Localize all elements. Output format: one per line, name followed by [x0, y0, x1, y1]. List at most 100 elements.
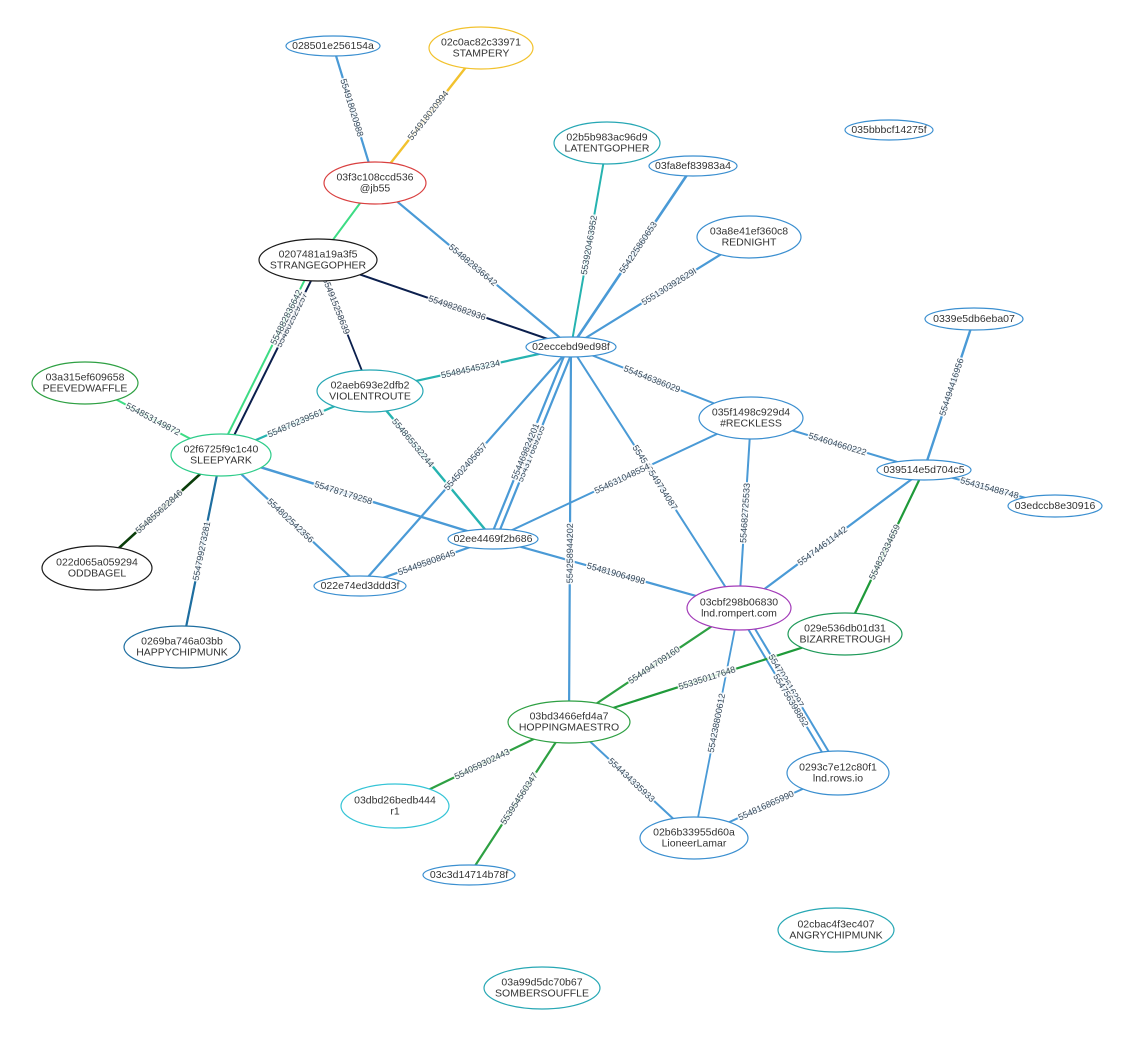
node-ellipse[interactable] — [313, 575, 407, 597]
node-alias-label: STAMPERY — [453, 48, 510, 60]
edge-label: 554059302443 — [451, 746, 513, 782]
node-035bbb[interactable]: 035bbbcf14275f — [844, 119, 934, 141]
edge-label-bg — [267, 287, 305, 348]
edge-label: 554822334659 — [866, 521, 903, 583]
node-ellipse[interactable] — [422, 864, 516, 886]
node-ellipse[interactable] — [876, 459, 972, 481]
node-alias-label: r1 — [390, 806, 399, 818]
node-ellipse[interactable] — [483, 966, 601, 1010]
edge-label: 554682725533 — [738, 481, 752, 545]
node-ellipse[interactable] — [686, 585, 792, 631]
node-ellipse[interactable] — [31, 361, 139, 405]
edge-label: 553954560347 — [497, 769, 541, 828]
edge-label: 554258944202 — [564, 522, 576, 585]
node-ellipse[interactable] — [924, 307, 1024, 331]
node-alias-label: REDNIGHT — [722, 237, 777, 249]
edge-label-text: 554258944202 — [565, 523, 575, 583]
edge-label-text: 554495808645 — [397, 548, 457, 577]
node-ellipse[interactable] — [285, 35, 381, 57]
node-03edcc[interactable]: 03edccb8e30916 — [1007, 494, 1103, 518]
edge-label-bg — [404, 87, 452, 144]
node-ellipse[interactable] — [553, 121, 661, 165]
node-028501[interactable]: 028501e256154a — [285, 35, 381, 57]
edge-label-text: 554982682936 — [427, 293, 487, 322]
node-ellipse[interactable] — [170, 433, 272, 477]
node-ellipse[interactable] — [323, 161, 427, 205]
node-ellipse[interactable] — [123, 625, 241, 669]
node-03f3c1[interactable]: 03f3c108ccd536@jb55 — [323, 161, 427, 205]
edge-label-text: 554604660222 — [807, 431, 867, 458]
node-035f14[interactable]: 035f1498c929d4#RECKLESS — [698, 396, 804, 440]
node-022e74[interactable]: 022e74ed3ddd3f — [313, 575, 407, 597]
node-ellipse[interactable] — [844, 119, 934, 141]
node-ellipse[interactable] — [698, 396, 804, 440]
node-03fa8e[interactable]: 03fa8ef83983a4 — [648, 155, 738, 177]
edge-label-bg — [765, 651, 807, 710]
node-ellipse[interactable] — [696, 215, 802, 259]
node-ellipse[interactable] — [787, 612, 903, 656]
node-alias-label: lnd.rows.io — [813, 773, 863, 785]
node-ellipse[interactable] — [786, 750, 890, 796]
edge-label-bg — [770, 671, 812, 730]
node-ellipse[interactable] — [340, 783, 450, 829]
node-02ee44[interactable]: 02ee4469f2b686 — [447, 528, 539, 550]
node-id-label: 0339e5db6eba07 — [933, 313, 1015, 325]
node-ellipse[interactable] — [1007, 494, 1103, 518]
edge-label-text: 554915258639 — [320, 276, 351, 336]
edge-label: 554845453234 — [439, 357, 502, 381]
node-ellipse[interactable] — [316, 369, 424, 413]
edge-label-text: 554238800612 — [706, 693, 727, 754]
node-ellipse[interactable] — [258, 238, 378, 282]
node-0339e5[interactable]: 0339e5db6eba07 — [924, 307, 1024, 331]
node-ellipse[interactable] — [525, 336, 617, 358]
edge-label: 554853149872 — [123, 400, 183, 438]
node-alias-label: SLEEPYARK — [190, 455, 252, 467]
node-03c3d1[interactable]: 03c3d14714b78f — [422, 864, 516, 886]
node-02ecce[interactable]: 02eccebd9ed98f — [525, 336, 617, 358]
edge-label-bg — [584, 560, 648, 587]
edge-label-bg — [509, 420, 542, 483]
edge-label-bg — [312, 478, 375, 507]
edge-label-bg — [497, 769, 541, 828]
edge-label-text: 554434335933 — [606, 756, 657, 804]
node-ellipse[interactable] — [428, 26, 534, 70]
node-ellipse[interactable] — [639, 816, 749, 860]
edge-label: 554495808645 — [395, 547, 458, 578]
node-id-label: 022d065a059294 — [56, 557, 138, 569]
node-id-label: 02eccebd9ed98f — [532, 341, 610, 353]
node-ellipse[interactable] — [41, 545, 153, 591]
edge-label-bg — [625, 643, 683, 687]
edge-label: 554494416956 — [936, 355, 967, 418]
edge-label: 554819064998 — [584, 560, 648, 587]
edge-label-text: 554845453234 — [440, 358, 501, 381]
node-ellipse[interactable] — [648, 155, 738, 177]
edge-label: 554918020994 — [404, 87, 452, 144]
node-039514[interactable]: 039514e5d704c5 — [876, 459, 972, 481]
node-ellipse[interactable] — [507, 700, 631, 744]
node-id-label: 02ee4469f2b686 — [454, 533, 533, 545]
edge-label-text: 554816865990 — [737, 789, 796, 823]
edge-label: 554918020988 — [338, 76, 366, 139]
node-id-label: 02aeb693e2dfb2 — [331, 380, 410, 392]
edge-label-text: 554802542356 — [265, 496, 316, 544]
node-ellipse[interactable] — [447, 528, 539, 550]
edge-label-text: 554882836642 — [447, 242, 499, 288]
node-ellipse[interactable] — [777, 907, 895, 953]
